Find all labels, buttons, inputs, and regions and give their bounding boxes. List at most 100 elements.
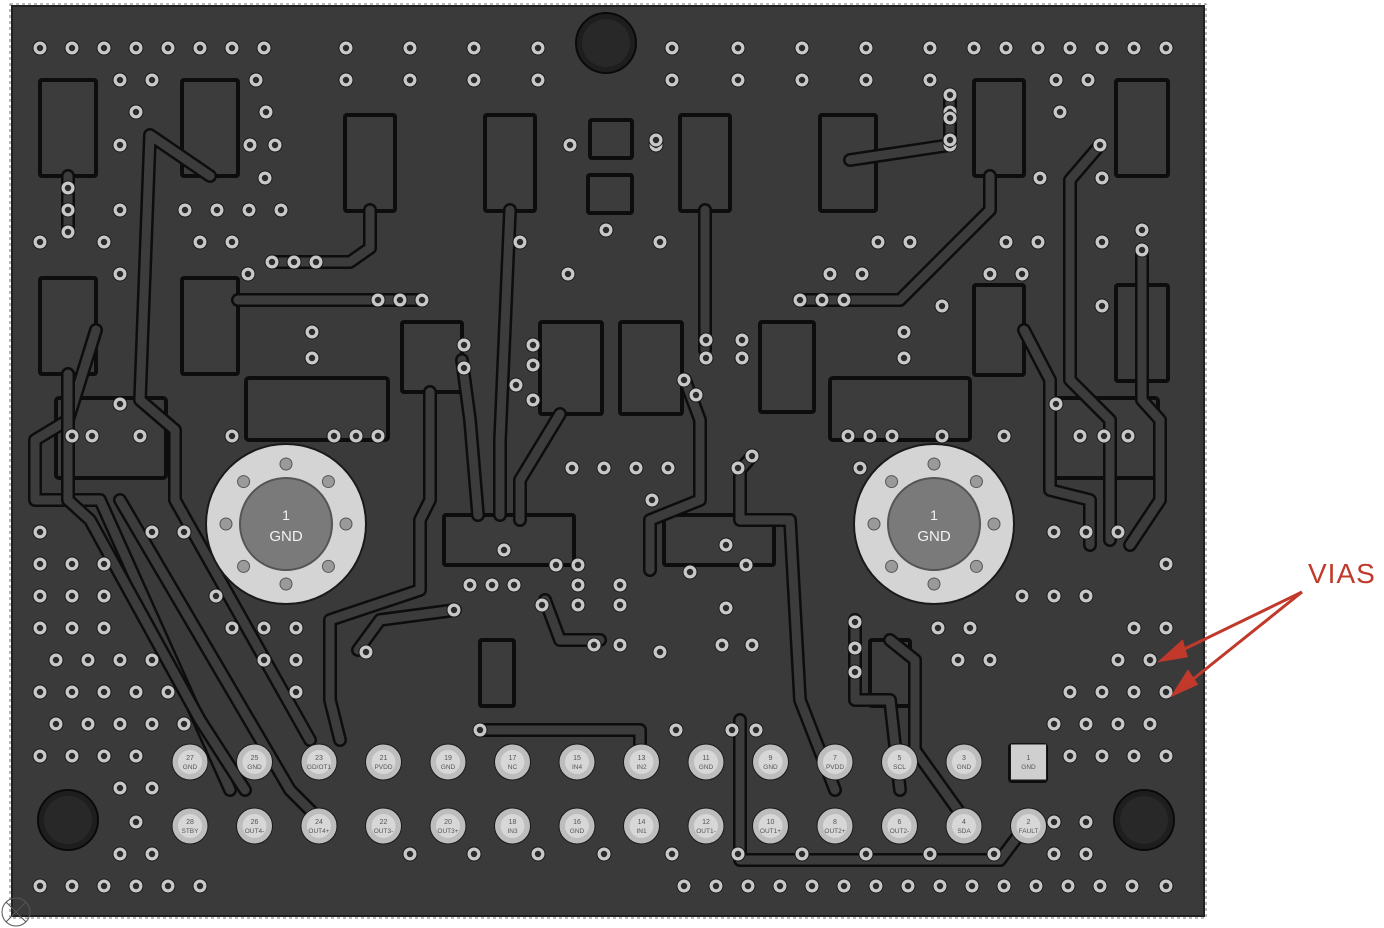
pin-number: 11 bbox=[702, 755, 709, 762]
pin-number: 10 bbox=[767, 819, 775, 826]
pin-name: OUT2+ bbox=[824, 828, 845, 835]
via-array bbox=[32, 40, 1174, 894]
pin-number: 27 bbox=[186, 755, 194, 762]
pin-name: GND bbox=[570, 828, 585, 835]
pin-name: NC bbox=[508, 764, 518, 771]
pin-name: OUT1- bbox=[696, 828, 716, 835]
origin-marker-icon bbox=[1, 897, 31, 927]
pin-number: 15 bbox=[573, 755, 581, 762]
pin-name: OUT4+ bbox=[308, 828, 329, 835]
pin-number: 24 bbox=[315, 819, 323, 826]
pin-name: GND bbox=[699, 764, 714, 771]
pin-name: SDA bbox=[957, 828, 971, 835]
pin-number: 25 bbox=[251, 755, 259, 762]
pin-number: 17 bbox=[509, 755, 517, 762]
pin-name: OUT1+ bbox=[760, 828, 781, 835]
pin-number: 1 bbox=[1027, 755, 1031, 762]
pin-name: SCL bbox=[893, 764, 906, 771]
pin-name: IN4 bbox=[572, 764, 583, 771]
pin-number: 13 bbox=[638, 755, 646, 762]
pin-name: PVDD bbox=[374, 764, 392, 771]
pin-number: 9 bbox=[769, 755, 773, 762]
pin-number: 23 bbox=[315, 755, 323, 762]
pin-name: GND bbox=[763, 764, 778, 771]
pin-name: OUT2- bbox=[890, 828, 910, 835]
pin-number: 5 bbox=[898, 755, 902, 762]
pin-number: 14 bbox=[638, 819, 646, 826]
pin-number: 12 bbox=[702, 819, 710, 826]
pin-name: GND bbox=[183, 764, 198, 771]
pin-number: 28 bbox=[186, 819, 194, 826]
pin-number: 21 bbox=[380, 755, 388, 762]
pin-name: IN3 bbox=[507, 828, 518, 835]
pin-name: GND bbox=[1021, 764, 1036, 771]
pin-name: OUT3- bbox=[374, 828, 394, 835]
mounting-holes bbox=[37, 12, 1175, 851]
pin-number: 6 bbox=[898, 819, 902, 826]
pin-name: PVDD bbox=[826, 764, 844, 771]
mount-pad-name: GND bbox=[917, 528, 951, 545]
board-edge-dashed bbox=[9, 3, 1207, 919]
pin-name: IN2 bbox=[636, 764, 647, 771]
pin-number: 19 bbox=[444, 755, 452, 762]
pin-number: 3 bbox=[962, 755, 966, 762]
pin-name: GD/OT1 bbox=[307, 764, 332, 771]
vias-annotation-label: VIAS bbox=[1308, 558, 1376, 589]
pin-number: 22 bbox=[380, 819, 388, 826]
pin-name: IN1 bbox=[636, 828, 647, 835]
mount-pad-name: GND bbox=[269, 528, 303, 545]
pin-number: 16 bbox=[573, 819, 581, 826]
pin-name: GND bbox=[957, 764, 972, 771]
pin-number: 4 bbox=[962, 819, 966, 826]
pin-number: 20 bbox=[444, 819, 452, 826]
pin-number: 18 bbox=[509, 819, 517, 826]
mount-pad-number: 1 bbox=[282, 507, 290, 523]
vias-annotation-arrows bbox=[1157, 590, 1303, 698]
pin-name: FAULT bbox=[1019, 828, 1039, 835]
pin-number: 7 bbox=[833, 755, 837, 762]
copper-pours bbox=[38, 78, 1170, 783]
pin-name: STBY bbox=[182, 828, 200, 835]
copper-traces bbox=[28, 88, 1167, 867]
pin-number: 8 bbox=[833, 819, 837, 826]
pin-name: GND bbox=[441, 764, 456, 771]
pin-number: 26 bbox=[251, 819, 259, 826]
pin-name: GND bbox=[247, 764, 262, 771]
pin-number: 2 bbox=[1027, 819, 1031, 826]
mount-pad-number: 1 bbox=[930, 507, 938, 523]
pin-name: OUT3+ bbox=[437, 828, 458, 835]
header-connector: 27GND25GND23GD/OT121PVDD19GND17NC15IN413… bbox=[171, 743, 1047, 845]
